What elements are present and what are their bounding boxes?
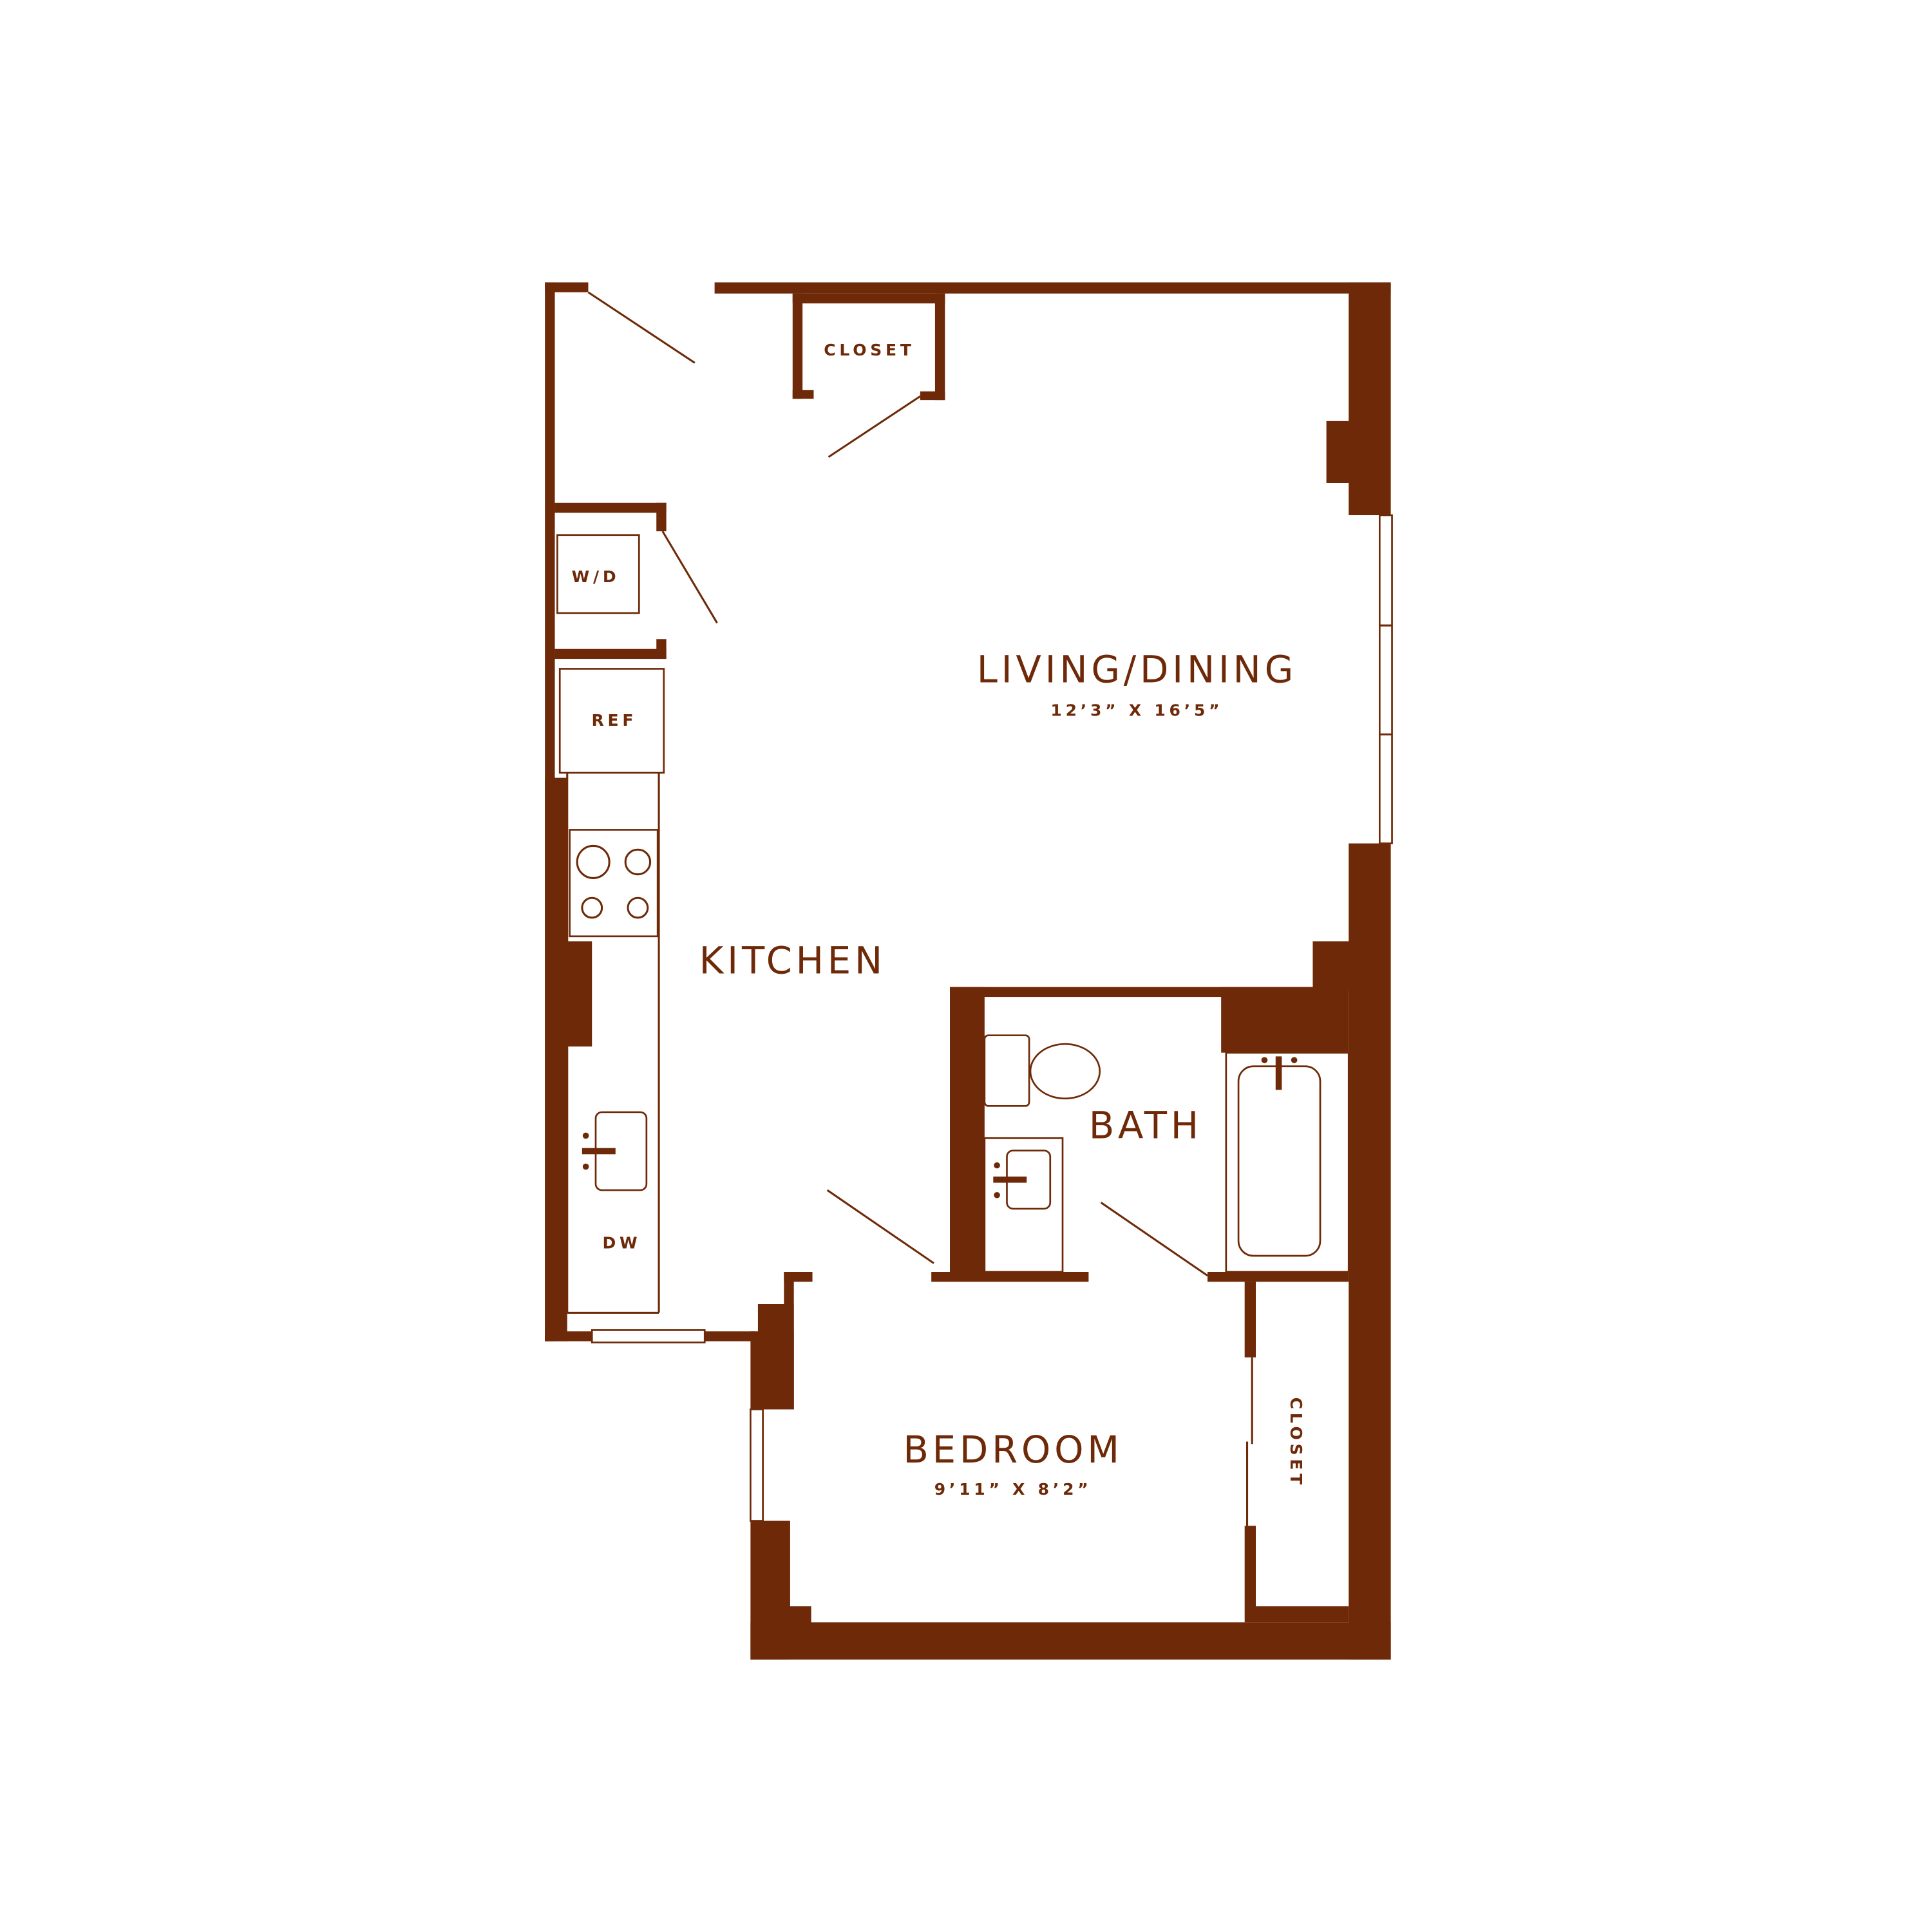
entry-closet-label: CLOSET <box>824 341 914 359</box>
refrigerator <box>558 668 665 774</box>
dishwasher-label: DW <box>602 1233 641 1252</box>
bedroom-dims: 9’11” X 8’2” <box>934 1480 1092 1499</box>
windows <box>591 514 1393 1522</box>
bath-fixtures <box>983 1034 1350 1273</box>
bedroom-label: BEDROOM <box>903 1428 1123 1472</box>
living-dining-dims: 12’3” X 16’5” <box>1050 701 1223 720</box>
toilet-tank <box>983 1034 1030 1107</box>
labels: CLOSET W/D REF LIVING/DINING 12’3” X 16’… <box>572 341 1305 1499</box>
walls <box>545 282 1391 1660</box>
washer-dryer-label: W/D <box>572 567 620 586</box>
doors <box>587 291 1253 1526</box>
bedroom-closet-label: CLOSET <box>1287 1397 1305 1488</box>
toilet-bowl <box>1029 1043 1101 1100</box>
kitchen-fixtures <box>556 534 665 1314</box>
stove <box>569 829 659 938</box>
refrigerator-label: REF <box>591 711 637 730</box>
kitchen-label: KITCHEN <box>699 939 886 983</box>
bath-label: BATH <box>1089 1103 1202 1147</box>
washer-dryer <box>556 534 640 614</box>
living-dining-label: LIVING/DINING <box>977 648 1297 692</box>
